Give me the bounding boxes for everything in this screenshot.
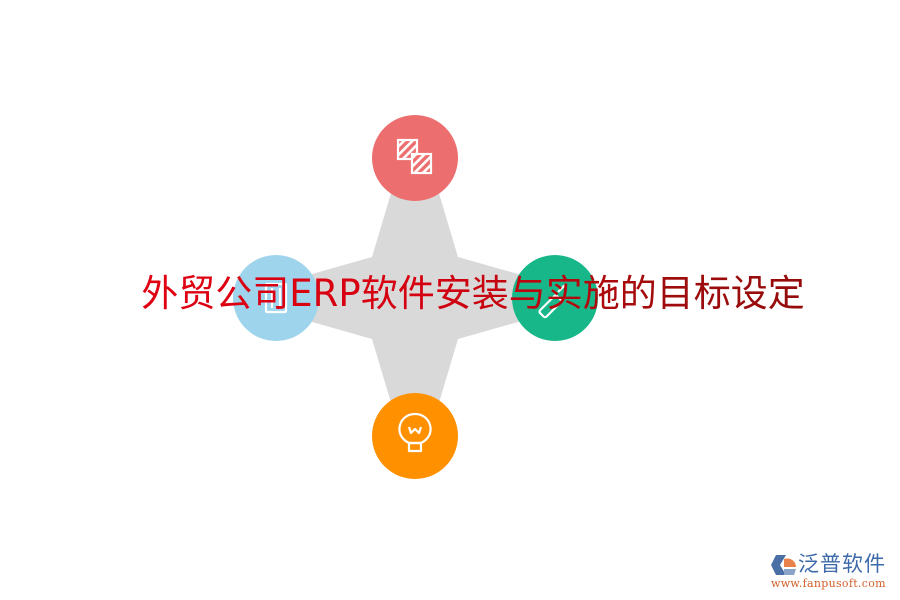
lightbulb-icon bbox=[398, 412, 432, 453]
node-bottom bbox=[372, 393, 458, 479]
brand-logo: 泛普软件 www.fanpusoft.com bbox=[766, 551, 896, 595]
page-title: 外贸公司ERP软件安装与实施的目标设定 bbox=[0, 268, 900, 320]
pen-edit-icon bbox=[538, 284, 566, 319]
logo-name: 泛普软件 bbox=[798, 552, 886, 576]
node-right bbox=[512, 255, 598, 341]
fanpu-logo-icon bbox=[771, 555, 796, 575]
star-shape bbox=[305, 190, 525, 406]
logo-url: www.fanpusoft.com bbox=[771, 577, 886, 590]
server-rack-icon bbox=[264, 282, 288, 314]
layers-striped-icon bbox=[396, 138, 433, 175]
node-top bbox=[372, 115, 458, 201]
node-left bbox=[233, 255, 319, 341]
